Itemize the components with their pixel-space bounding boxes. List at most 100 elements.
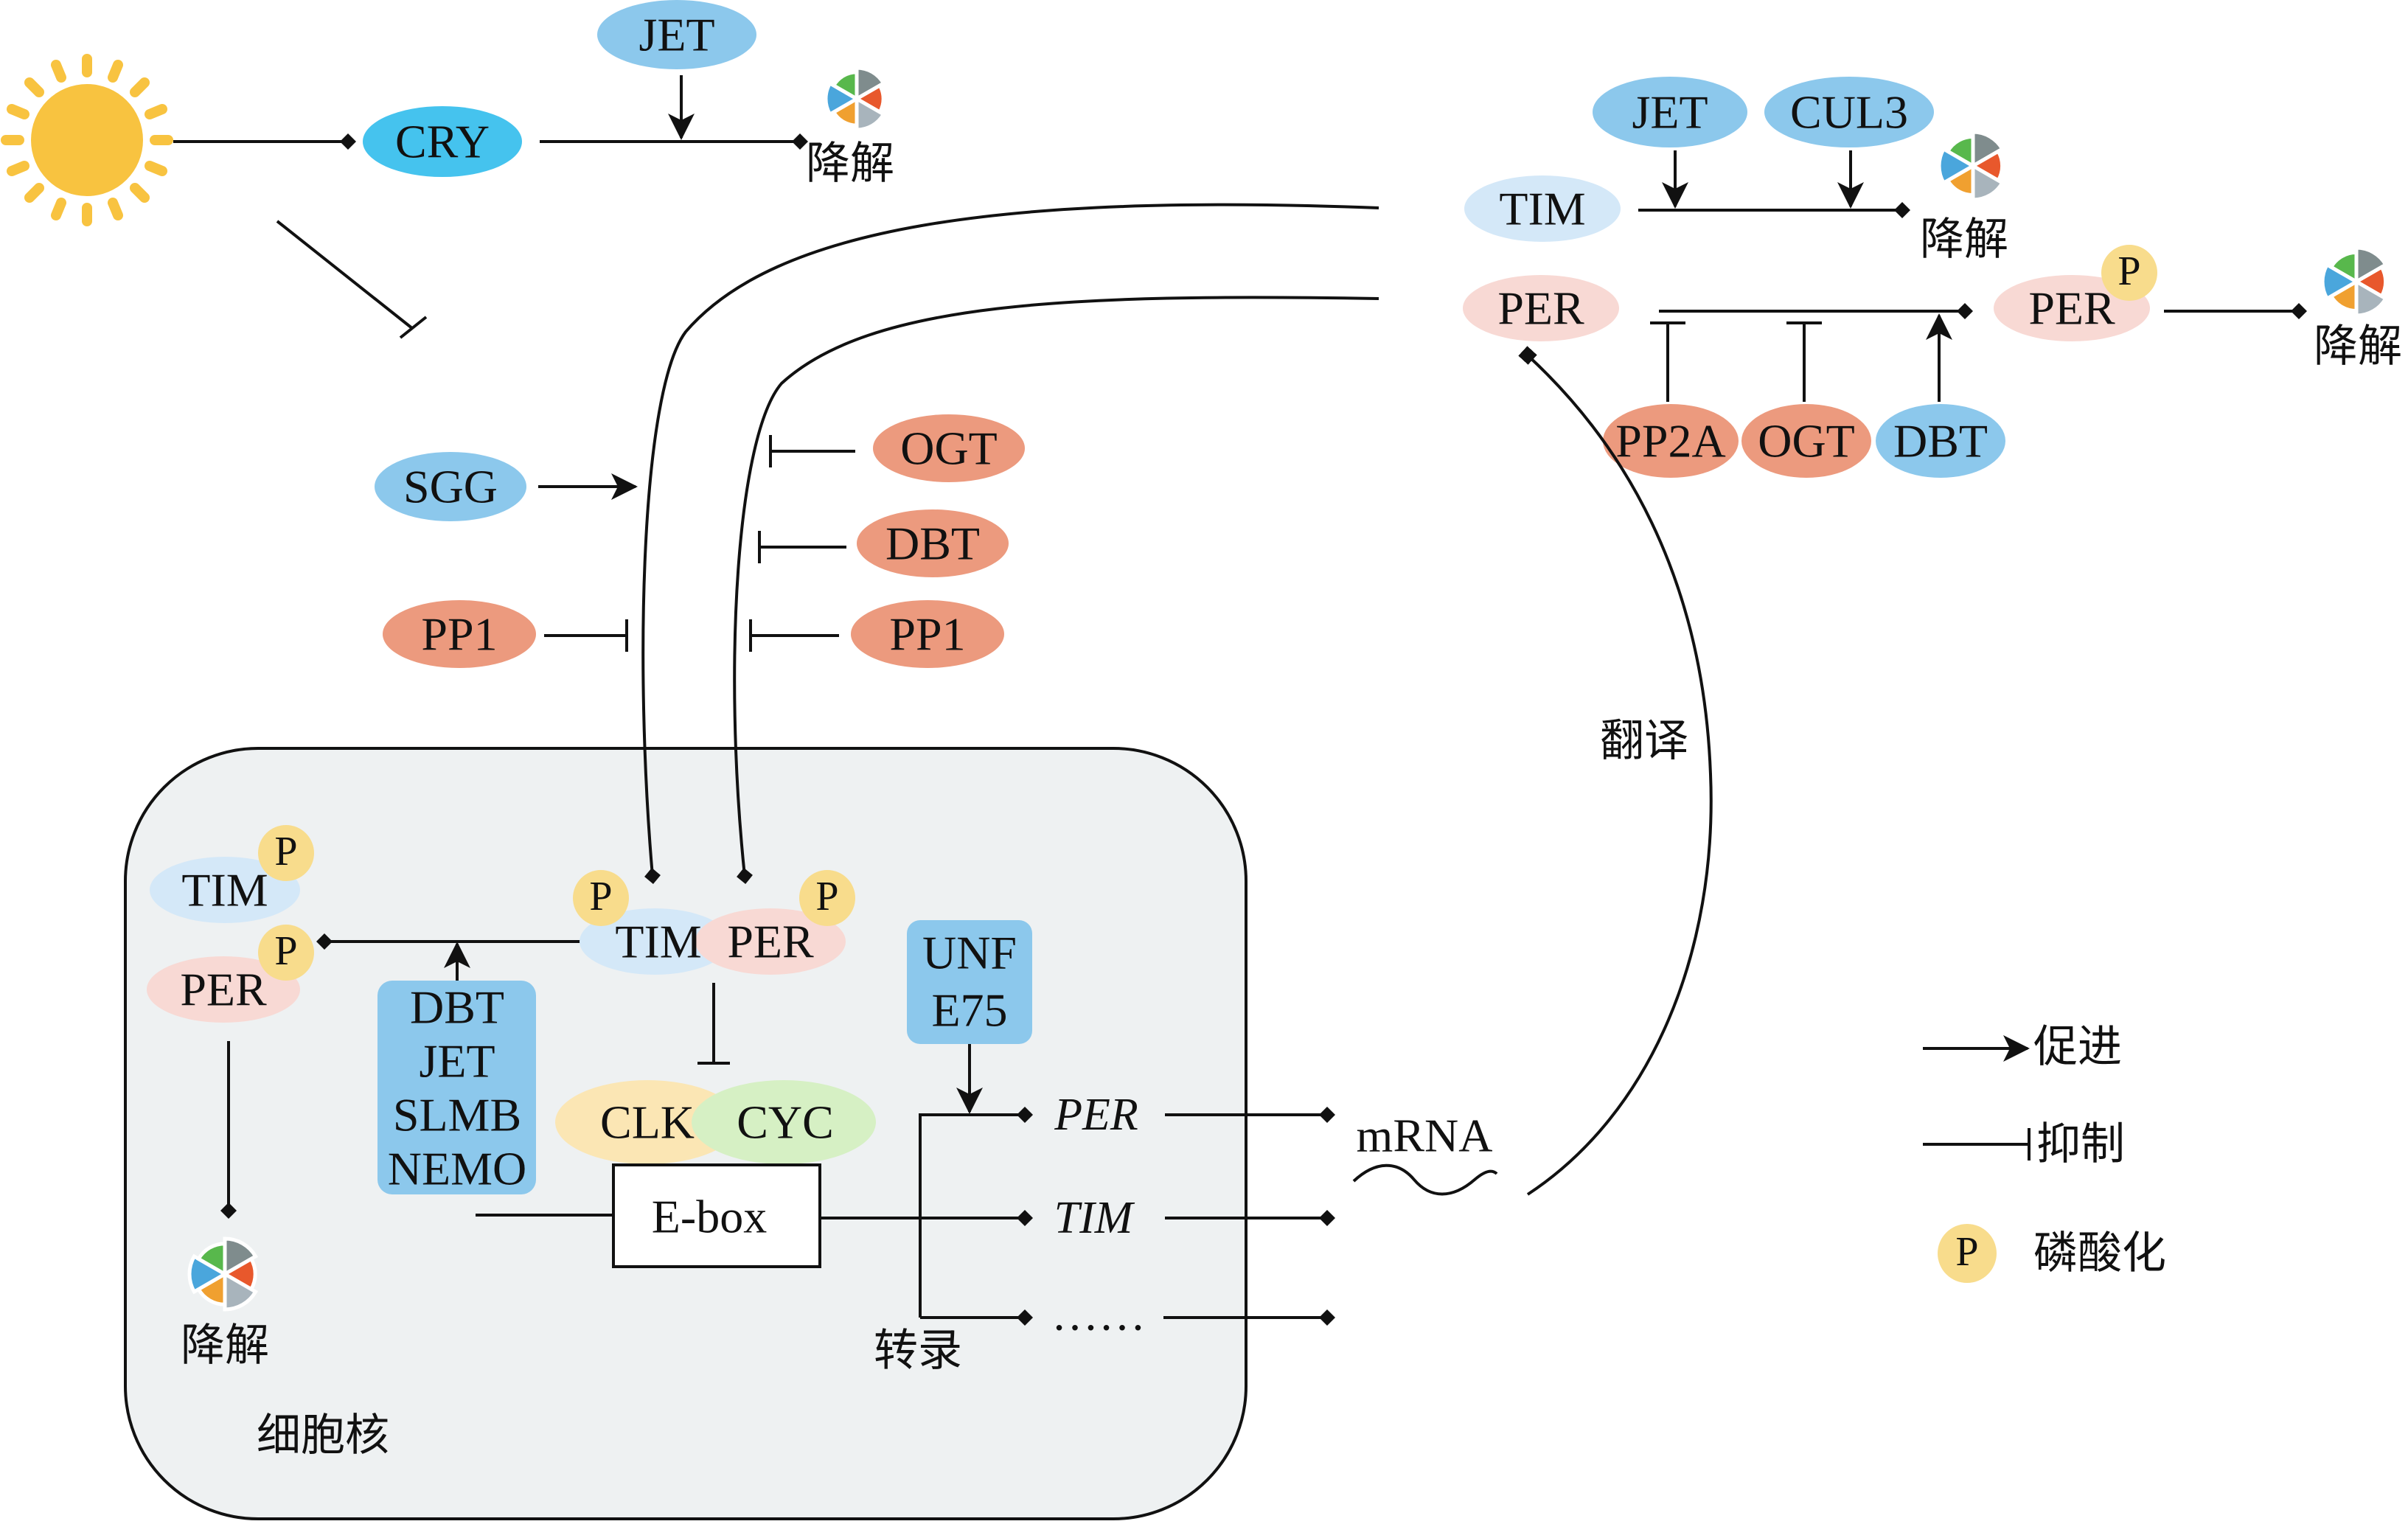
legend-inhibit-label: 抑制	[2036, 1118, 2125, 1170]
degrade-label-1: 降解	[806, 138, 894, 189]
pie-slice	[1945, 134, 1975, 170]
phospho-badge	[573, 870, 629, 926]
ogt-right-node	[1741, 404, 1871, 478]
clk-node	[555, 1080, 740, 1164]
pie-slice	[855, 95, 886, 132]
mrna-label: mRNA	[1357, 1110, 1493, 1162]
dbt-right-label: DBT	[1893, 415, 1988, 467]
per-nuc-label: PER	[727, 916, 814, 968]
gene-more-label: ……	[1051, 1288, 1146, 1340]
dbt-mid-label: DBT	[885, 518, 980, 570]
tim-nuc-label: TIM	[615, 916, 701, 968]
tim-p-nuc-label: TIM	[181, 864, 268, 916]
per-nuc-node	[695, 908, 846, 975]
legend-phospho-label: 磷酸化	[2033, 1228, 2166, 1279]
e75-label: E75	[931, 984, 1007, 1037]
pie-slice	[2354, 278, 2389, 318]
gene-tim-label: TIM	[1054, 1193, 1135, 1243]
unf-label: UNF	[922, 927, 1017, 979]
per-cyto-node	[1463, 275, 1619, 341]
phospho-badge-label: P	[2118, 248, 2140, 294]
cyc-node	[692, 1080, 876, 1164]
per-p-nuc-label: PER	[180, 964, 267, 1016]
phospho-badge	[2101, 245, 2157, 301]
legend-promote-label: 促进	[2033, 1021, 2122, 1073]
transcription-label: 转录	[874, 1325, 962, 1377]
jet-top-node	[597, 0, 756, 69]
ogt-mid-node	[873, 414, 1025, 482]
ogt-right-label: OGT	[1758, 415, 1855, 467]
per-p-cyto-label: PER	[2028, 282, 2115, 335]
jet-right-label: JET	[1632, 86, 1708, 139]
pp1-left-node	[383, 600, 536, 668]
cry-label: CRY	[395, 116, 490, 168]
clk-label: CLK	[600, 1096, 695, 1149]
nucleus-label: 细胞核	[257, 1410, 389, 1461]
pp1-right-label: PP1	[889, 608, 965, 661]
tim-nuclear-entry-curve	[641, 203, 1379, 884]
phospho-badge-label: P	[815, 874, 838, 919]
pp1-right-node	[851, 600, 1004, 668]
per-p-nuc-node	[147, 956, 300, 1023]
tim-p-nuc-node	[150, 857, 300, 923]
pie-slice	[831, 70, 859, 102]
legend-phospho-badge-label: P	[1955, 1229, 1978, 1275]
kinase-label: JET	[419, 1035, 495, 1088]
pie-slice	[223, 1236, 259, 1278]
ogt-mid-label: OGT	[900, 422, 998, 475]
cul3-node	[1764, 77, 1934, 147]
degrade-label-2: 降解	[1920, 214, 2008, 265]
degrade-label-3: 降解	[2314, 321, 2402, 372]
light-inhibition-line	[276, 220, 414, 330]
pie-slice	[2354, 246, 2389, 285]
pp2a-label: PP2A	[1615, 415, 1725, 467]
translation-curve	[1518, 346, 1713, 1196]
per-cyto-label: PER	[1497, 282, 1584, 335]
pie-slice	[2320, 262, 2360, 302]
ebox-label: E-box	[652, 1191, 767, 1243]
tim-cyto-label: TIM	[1499, 183, 1585, 235]
degradation-pie-icon	[187, 1236, 259, 1312]
jet-top-label: JET	[638, 9, 714, 61]
degrade-label-nuc: 降解	[181, 1320, 269, 1371]
jet-right-node	[1593, 77, 1747, 147]
tim-nuc-node	[580, 908, 730, 975]
sun-icon	[1, 54, 173, 226]
pie-slice	[824, 80, 861, 117]
pie-slice	[855, 66, 886, 102]
pie-slice	[1937, 146, 1977, 186]
phospho-badge	[258, 825, 314, 881]
degradation-pie-icon	[824, 66, 886, 132]
kinase-label: NEMO	[388, 1143, 526, 1195]
phospho-badge-label: P	[274, 829, 297, 874]
kinases-box	[377, 981, 536, 1194]
cyc-label: CYC	[737, 1096, 834, 1149]
pp2a-node	[1603, 404, 1739, 478]
dbt-right-node	[1876, 404, 2005, 478]
pie-slice	[223, 1270, 259, 1312]
sgg-label: SGG	[403, 461, 498, 513]
ebox-box	[612, 1163, 821, 1268]
per-nuclear-entry-curve	[733, 296, 1379, 884]
legend-phospho-badge	[1938, 1224, 1997, 1283]
light-inhibition-bar	[399, 316, 428, 339]
pie-slice	[2328, 250, 2359, 285]
degradation-pie-icon	[2320, 246, 2389, 318]
translation-label: 翻译	[1600, 715, 1688, 767]
pie-slice	[1971, 130, 2005, 170]
sgg-node	[375, 452, 526, 521]
kinase-label: SLMB	[393, 1089, 521, 1141]
pp1-left-label: PP1	[421, 608, 497, 661]
phospho-badge	[799, 870, 855, 926]
phospho-badge-label: P	[274, 928, 297, 974]
dbt-mid-node	[857, 509, 1009, 577]
mrna-wave	[1352, 1163, 1498, 1196]
degradation-pie-icon	[1937, 130, 2005, 202]
pie-slice	[187, 1253, 229, 1295]
kinase-label: DBT	[410, 981, 504, 1034]
cul3-label: CUL3	[1790, 86, 1908, 139]
cry-node	[363, 106, 522, 177]
phospho-badge	[258, 925, 314, 981]
pie-slice	[1971, 162, 2005, 202]
